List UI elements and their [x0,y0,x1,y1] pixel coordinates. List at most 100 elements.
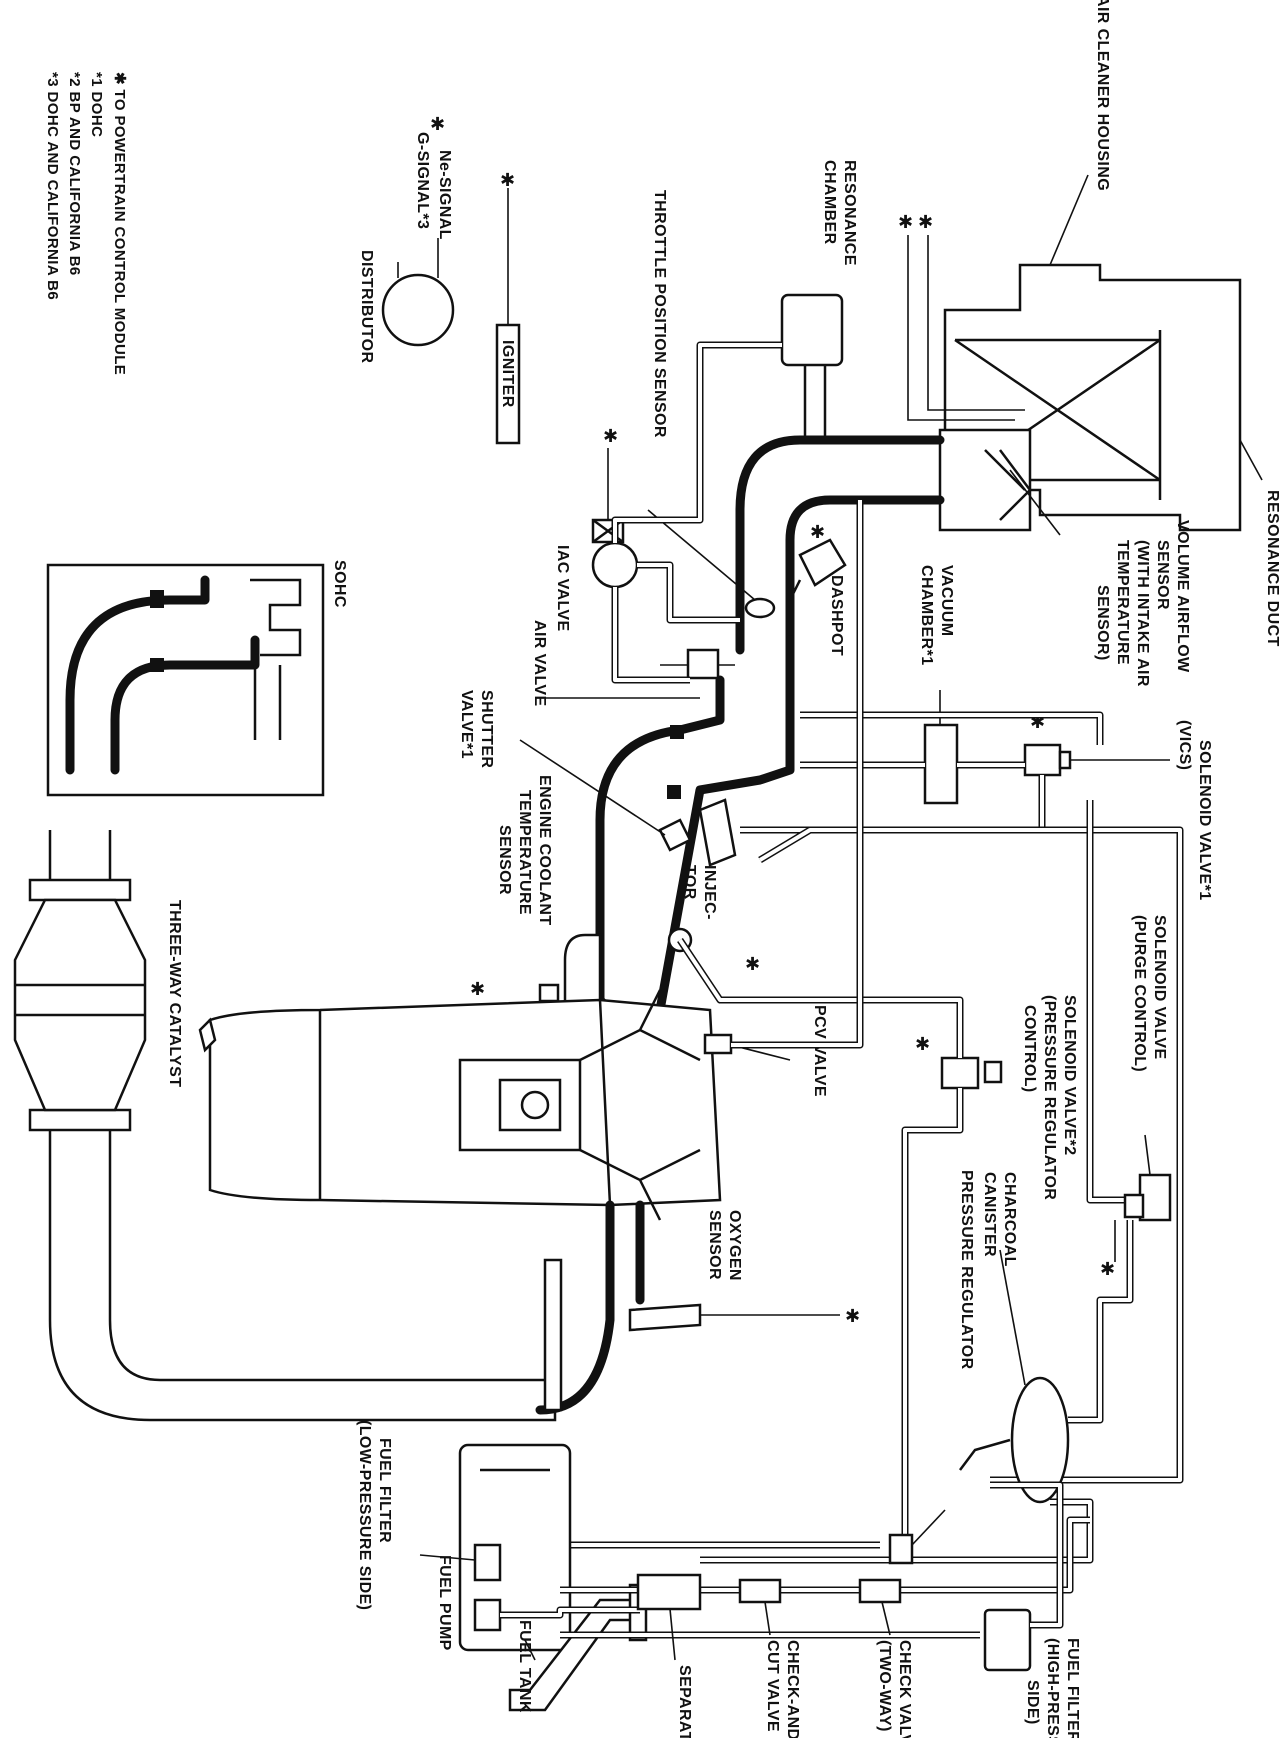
ignition-group: IGNITER ✱ DISTRIBUTOR ✱ Ne-SIGNAL G-SIGN… [358,114,521,445]
check-cut-label-1: CHECK-AND- [784,1640,801,1738]
legend-item-pcm: ✱ TO POWERTRAIN CONTROL MODULE [111,72,128,375]
ect-label-1: ENGINE COOLANT [536,775,553,926]
canister-label-2: CANISTER [981,1172,998,1257]
ect-sensor-body [538,983,560,1003]
purge-label-1: SOLENOID VALVE [1151,915,1168,1060]
ect-label-2: TEMPERATURE [516,790,533,915]
canister-vent [959,1438,1011,1471]
iac-valve-label: IAC VALVE [554,545,571,632]
charcoal-canister [1010,1376,1070,1504]
catalyst-label: THREE-WAY CATALYST [166,900,183,1087]
vaf-star-2: ✱ [918,212,933,233]
fuel-filter-high [983,1608,1032,1672]
hose-purge-upper [1086,800,1160,1204]
shutter-valve-leader [519,739,666,836]
sohc-inset-title: SOHC [331,560,348,608]
injector-label-2: TOR [681,865,698,900]
o2-label-2: SENSOR [706,1210,723,1280]
pressure-regulator [888,1533,914,1565]
legend-item-bp: *2 BP AND CALIFORNIA B6 [66,72,83,276]
ect-label-3: SENSOR [496,825,513,895]
vaf-star-1: ✱ [898,212,913,233]
ect-housing [563,933,602,1022]
prc-label-1: SOLENOID VALVE*2 [1061,995,1078,1156]
hose-prc-2 [901,1088,964,1545]
vaf-label-1: VOLUME AIRFLOW [1174,520,1191,673]
manifold-inner-runner [655,635,795,1015]
ect-star: ✱ [470,979,485,1000]
igniter-label: IGNITER [499,340,516,408]
catalyst-flange-bottom [28,1108,132,1132]
injector-body [698,798,737,867]
canister-leader [999,1249,1026,1386]
legend: ✱ TO POWERTRAIN CONTROL MODULE *1 DOHC *… [44,72,128,375]
vacuum-chamber-label-2: CHAMBER*1 [918,565,935,666]
sohc-pipe-inner [110,635,260,775]
shutter-valve [658,818,692,852]
vaf-label-5: SENSOR) [1094,585,1111,661]
fuel-filter-high-label-2: (HIGH-PRESSURE [1044,1638,1061,1738]
dashpot-star: ✱ [810,522,825,543]
fuel-system-group: FUEL TANK FUEL FILTER (LOW-PRESSURE SIDE… [356,1420,1090,1738]
intake-duct-outer [735,435,945,655]
vaf-label-3: (WITH INTAKE AIR [1134,540,1151,687]
resonance-duct-leader [1239,439,1263,481]
iac-valve-body [591,541,639,589]
check-cut-label-2: CUT VALVE [764,1640,781,1732]
distributor-wires [397,238,439,278]
distributor-body [381,273,455,347]
sohc-pipe-outer [65,575,210,775]
sohc-port-lower [253,665,282,740]
g-signal-label: G-SIGNAL*3 [414,132,431,229]
legend-item-dohc-b6: *3 DOHC AND CALIFORNIA B6 [44,72,61,300]
hose-shutter [740,775,1046,834]
resonance-chamber [780,293,844,367]
ne-signal-star: ✱ [430,114,445,135]
vaf-flap [984,449,1032,521]
shutter-label-2: VALVE*1 [458,690,475,759]
sohc-gasket-2 [150,658,164,672]
vaf-wires [907,235,1025,421]
valves [579,989,701,1221]
fuel-filter-high-label-1: FUEL FILTER [1064,1638,1081,1738]
resonance-chamber-neck [803,365,940,442]
hose-high-pressure-return [758,826,1184,1484]
exhaust-flange [543,1258,563,1412]
resonance-duct-label: RESONANCE DUCT [1264,490,1280,647]
piston [520,1090,550,1120]
catalyst-body [13,898,147,1112]
resonance-chamber-label-1: RESONANCE [841,160,858,266]
fuel-line-high-return [990,1481,1064,1629]
fuel-pump [473,1598,502,1632]
air-cleaner-leader [1049,174,1089,266]
catalyst-pipes [48,830,112,1210]
sohc-inset: SOHC [46,560,348,797]
exhaust-pipe-inner [108,1210,557,1382]
legend-item-dohc: *1 DOHC [88,72,105,137]
prc-label-3: CONTROL) [1021,1005,1038,1093]
vaf-leader [1009,469,1061,536]
air-valve-body [686,648,720,680]
solenoid-prc-body [940,1056,980,1090]
purge-leader [1144,1134,1151,1176]
separator-label: SEPARATOR [676,1665,693,1738]
injector-star: ✱ [745,954,760,975]
fuel-filter-low-label-2: (LOW-PRESSURE SIDE) [356,1420,373,1610]
tps-label: THROTTLE POSITION SENSOR [651,190,668,438]
pressure-regulator-leader [911,1509,946,1546]
iac-hose-side [637,561,740,624]
tps-leader [647,509,756,601]
solenoid-purge-body [1138,1173,1172,1222]
igniter-star: ✱ [500,170,515,191]
air-filter-element [954,338,1161,482]
air-cleaner-label: AIR CLEANER HOUSING [1094,0,1111,191]
injector-label-1: INJEC- [701,865,718,920]
canister-label-1: CHARCOAL [1001,1172,1018,1267]
o2-star: ✱ [845,1306,860,1327]
engine-block [208,998,722,1207]
fuel-filter-high-label-3: SIDE) [1024,1680,1041,1725]
prc-label-2: (PRESSURE REGULATOR [1041,995,1058,1200]
air-intake-group: AIR CLEANER HOUSING RESONANCE DUCT VOLUM… [735,0,1280,687]
engine-group: PCV VALVE OXYGEN SENSOR ✱ THREE-WAY CATA… [13,500,864,1422]
